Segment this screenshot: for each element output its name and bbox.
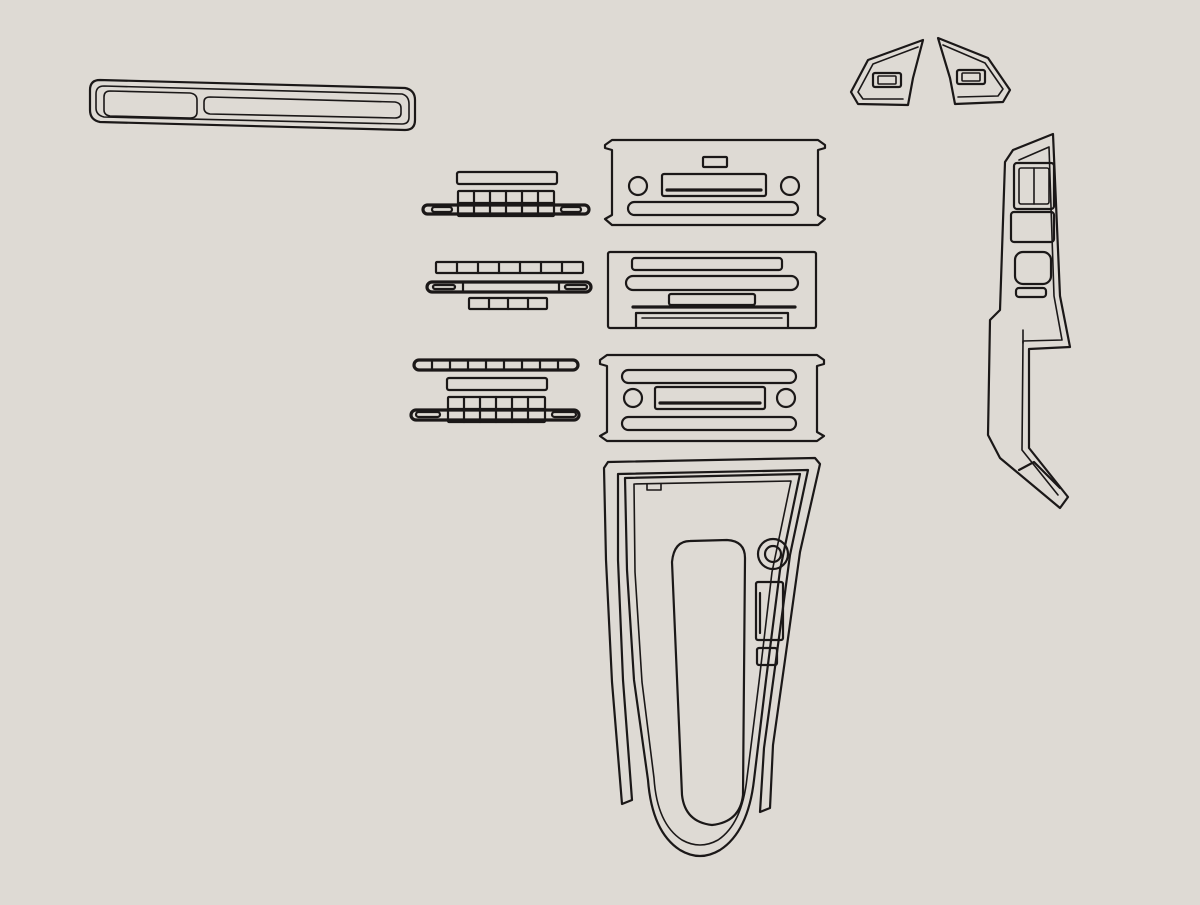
door-switch-panel-trim	[986, 132, 1072, 510]
radio-panel-trim-bottom	[598, 353, 826, 443]
button-row-trims-middle	[425, 260, 593, 311]
button-row-trims-top	[421, 170, 591, 218]
dashboard-strip-trim	[88, 78, 417, 132]
center-console-trim	[602, 456, 822, 858]
button-row-trims-bottom	[409, 358, 581, 424]
radio-panel-trim-middle	[606, 250, 818, 330]
radio-panel-trim-top	[603, 138, 827, 227]
mirror-switch-trims	[849, 36, 1012, 107]
